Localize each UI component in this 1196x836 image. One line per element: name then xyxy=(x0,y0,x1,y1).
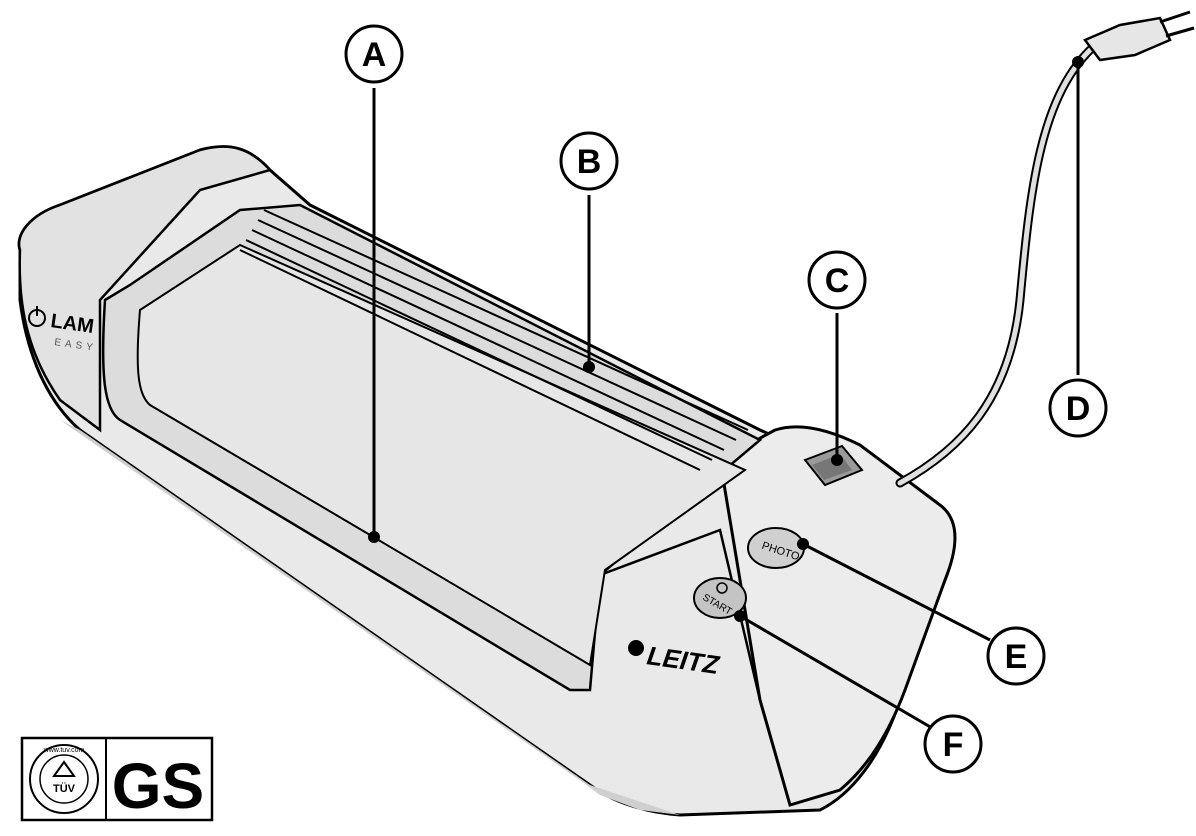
callout-b-letter: B xyxy=(577,143,602,181)
callout-c-letter: C xyxy=(825,262,850,300)
laminator-body: LAM EASY PHOTO START LEITZ xyxy=(17,145,957,817)
callout-c: C xyxy=(807,250,867,466)
tuv-seal: TÜV www.tuv.com xyxy=(29,744,99,814)
callout-a-letter: A xyxy=(362,36,387,74)
callout-d: D xyxy=(1048,56,1108,438)
photo-button: PHOTO xyxy=(747,527,805,569)
feed-slot xyxy=(803,444,864,487)
certification-marks: TÜV www.tuv.com GS xyxy=(20,736,214,822)
plug xyxy=(1083,10,1195,62)
power-cord xyxy=(895,10,1195,488)
gs-mark: GS xyxy=(112,750,204,822)
lid-ridges xyxy=(239,209,749,471)
callout-f: F xyxy=(734,610,983,774)
tuv-mark: TÜV xyxy=(53,782,76,795)
start-button: START xyxy=(693,577,747,619)
gs-mark-text: GS xyxy=(112,750,204,822)
callout-f-letter: F xyxy=(943,726,964,764)
callout-b: B xyxy=(559,131,619,373)
callout-e: E xyxy=(797,538,1046,686)
callout-d-letter: D xyxy=(1066,390,1091,428)
tuv-ring-text: www.tuv.com xyxy=(43,747,85,754)
callout-a: A xyxy=(344,24,404,543)
callout-e-letter: E xyxy=(1005,638,1028,676)
